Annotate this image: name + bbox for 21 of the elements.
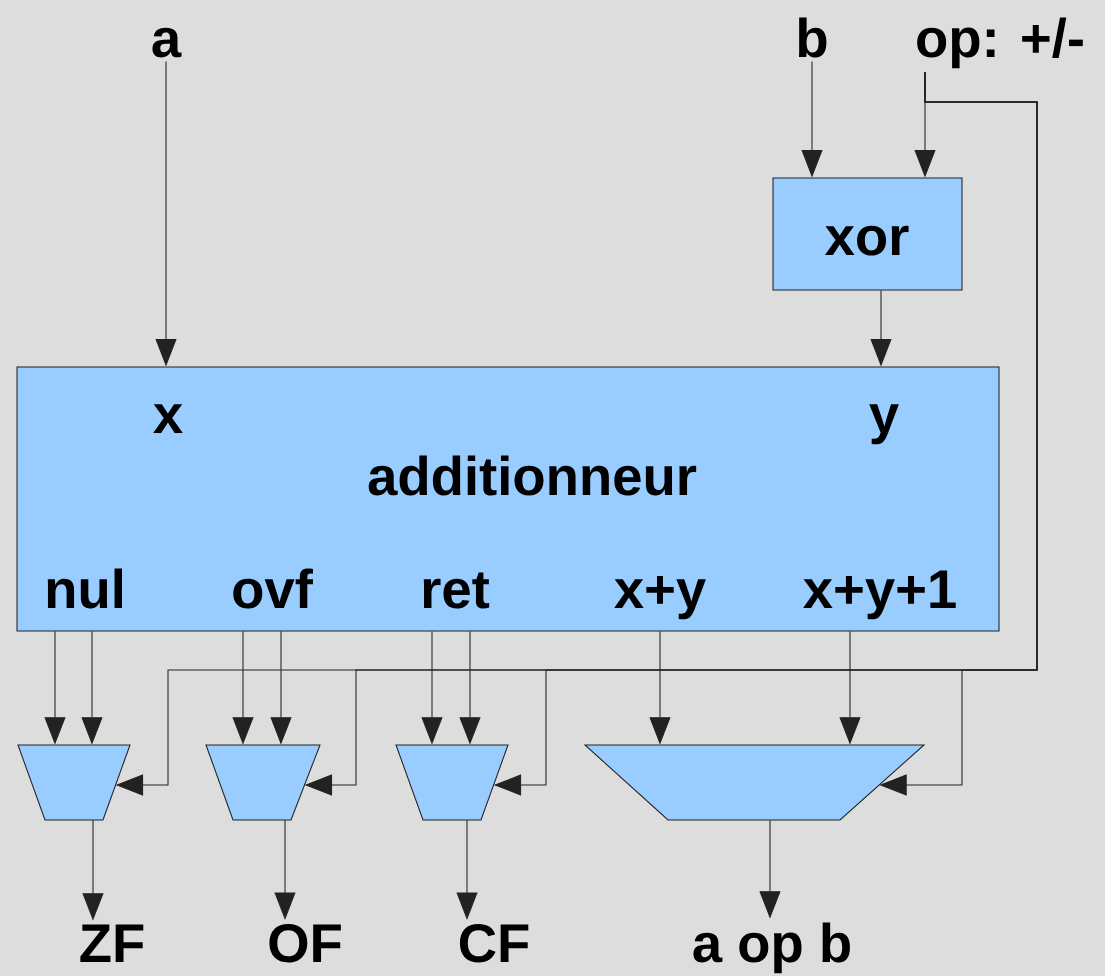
port-label: y — [869, 404, 899, 445]
port-label: x+y+1 — [803, 570, 956, 620]
port-label: x — [153, 404, 183, 433]
port-label: ovf — [233, 568, 313, 609]
multiplexer-shape — [205, 744, 321, 821]
port-label: x+y — [614, 576, 706, 620]
signal-label: OF — [269, 923, 341, 963]
block-label: additionneur — [368, 455, 697, 496]
block-label: xor — [825, 225, 909, 256]
xor-box — [772, 177, 963, 291]
port-label: nul — [47, 568, 122, 609]
signal-label: CF — [459, 923, 529, 963]
signal-label: ZF — [80, 924, 144, 962]
multiplexer-shape — [395, 744, 509, 821]
signal-label: a op b — [693, 922, 850, 974]
multiplexer-shape — [17, 744, 131, 821]
signal-label: a — [152, 27, 182, 58]
adder-box — [16, 366, 1000, 632]
signal-label: b — [798, 17, 827, 58]
port-label: ret — [423, 572, 490, 609]
signal-label: op: +/- — [917, 17, 1083, 69]
